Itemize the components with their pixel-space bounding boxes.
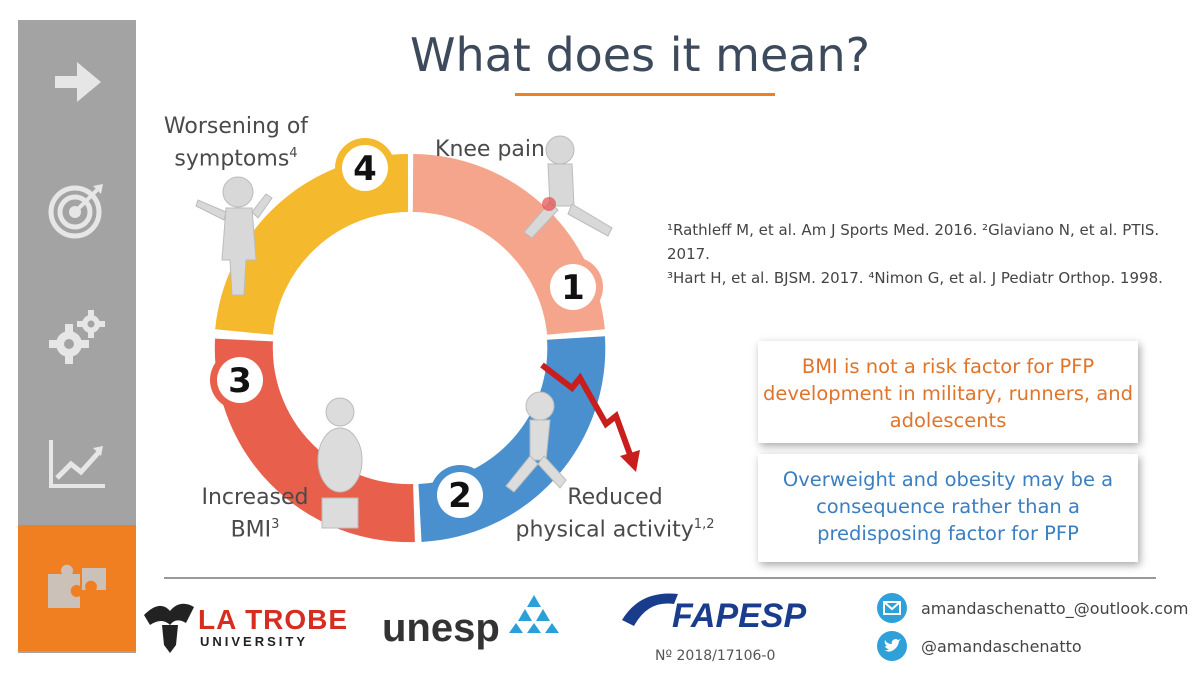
puzzle-icon — [48, 564, 106, 608]
badge-1 — [543, 257, 603, 317]
figure-knee-pain — [523, 135, 613, 239]
sidebar-item-chart[interactable] — [18, 416, 136, 512]
figure-bmi — [317, 397, 363, 529]
label-knee-pain: Knee pain — [435, 137, 545, 162]
twitter-handle: @amandaschenatto — [921, 636, 1082, 656]
twitter-icon — [877, 631, 907, 661]
sidebar-item-target[interactable] — [18, 162, 136, 258]
figure-running — [505, 391, 567, 493]
sidebar-item-puzzle[interactable] — [18, 525, 136, 651]
trend-down-arrow — [540, 362, 635, 462]
footer-divider — [164, 577, 1156, 579]
unesp-logo: unesp — [382, 606, 500, 650]
callout-bmi-not-risk: BMI is not a risk factor for PFP develop… — [758, 341, 1138, 443]
sidebar-item-arrow[interactable] — [18, 34, 136, 130]
gears-icon — [49, 310, 105, 364]
fapesp-emblem-icon — [622, 593, 678, 626]
contact-email[interactable]: amandaschenatto_@outlook.com — [877, 593, 1188, 623]
callout-consequence: Overweight and obesity may be a conseque… — [758, 454, 1138, 562]
fapesp-logo: FAPESP — [672, 597, 807, 635]
cycle-segment-4 — [215, 154, 409, 336]
sidebar — [18, 20, 136, 653]
email-icon — [877, 593, 907, 623]
unesp-emblem-icon — [509, 595, 559, 633]
badge-4-number: 4 — [353, 149, 377, 189]
label-worsening: Worsening of symptoms4 — [163, 114, 309, 172]
cycle-diagram: 4 1 3 2 — [195, 135, 640, 543]
label-increased-bmi: Increased BMI3 — [201, 485, 309, 543]
badge-2-number: 2 — [448, 476, 472, 516]
label-reduced-activity: Reduced physical activity1,2 — [515, 485, 715, 543]
line-chart-icon — [49, 440, 105, 488]
contact-twitter[interactable]: @amandaschenatto — [877, 631, 1082, 661]
latrobe-sub: UNIVERSITY — [200, 634, 309, 649]
email-text: amandaschenatto_@outlook.com — [921, 598, 1189, 618]
page-title: What does it mean? — [409, 28, 871, 82]
badge-4 — [335, 138, 395, 198]
grant-number: Nº 2018/17106-0 — [655, 648, 776, 664]
reference-line-2: ³Hart H, et al. BJSM. 2017. ⁴Nimon G, et… — [667, 269, 1163, 287]
badge-1-number: 1 — [561, 268, 585, 308]
arrow-right-icon — [55, 62, 101, 102]
target-icon — [48, 184, 103, 239]
reference-line-1: ¹Rathleff M, et al. Am J Sports Med. 201… — [667, 221, 1160, 263]
latrobe-emblem-icon — [144, 603, 194, 653]
latrobe-name: LA TROBE — [198, 604, 349, 635]
title-underline — [515, 93, 775, 96]
references: ¹Rathleff M, et al. Am J Sports Med. 201… — [667, 218, 1200, 290]
badge-2 — [430, 465, 490, 525]
figure-worsening — [195, 176, 273, 296]
badge-3-number: 3 — [228, 361, 252, 401]
badge-3 — [210, 350, 270, 410]
sidebar-item-gears[interactable] — [18, 290, 136, 386]
